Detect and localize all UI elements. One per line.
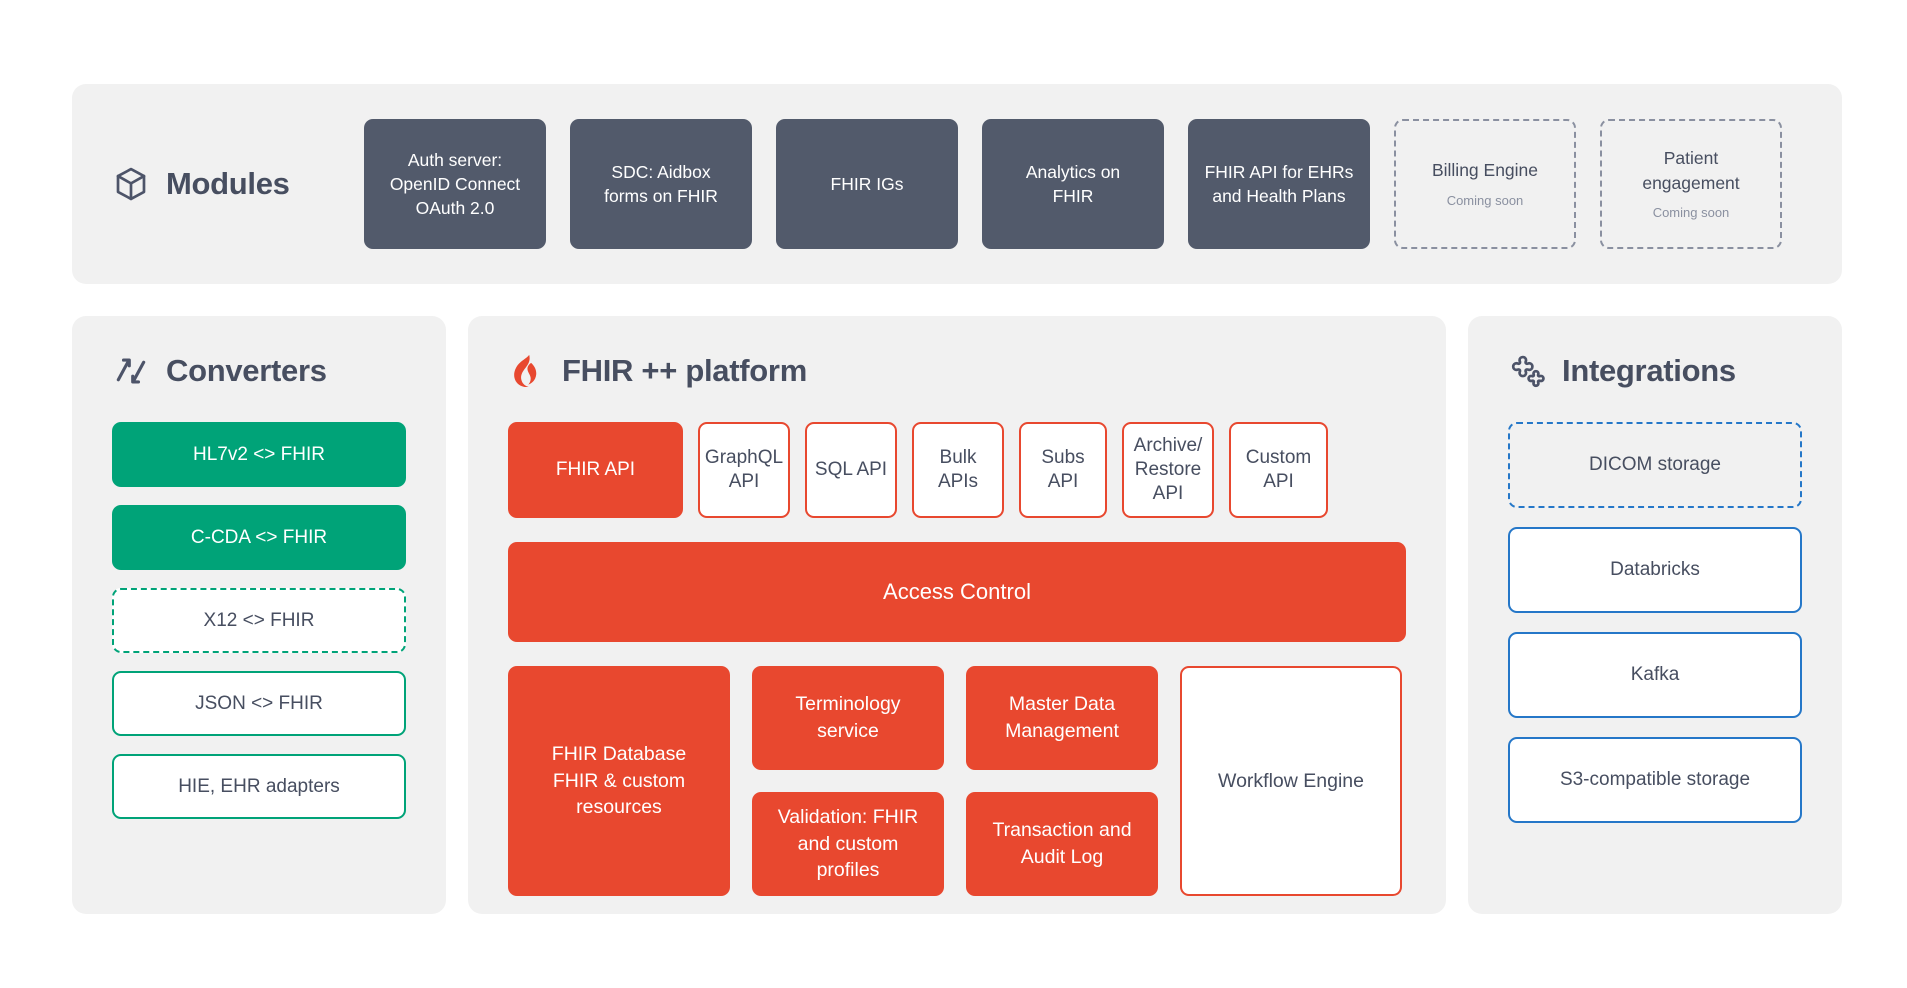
integrations-title: Integrations	[1562, 353, 1736, 388]
converter-item[interactable]: HL7v2 <> FHIR	[112, 422, 406, 487]
integration-item[interactable]: DICOM storage	[1508, 422, 1802, 508]
converter-item[interactable]: X12 <> FHIR	[112, 588, 406, 653]
converter-item[interactable]: HIE, EHR adapters	[112, 754, 406, 819]
module-coming-soon-note: Coming soon	[1446, 192, 1524, 208]
modules-title: Modules	[166, 166, 290, 201]
converter-item[interactable]: JSON <> FHIR	[112, 671, 406, 736]
modules-header: Modules	[112, 165, 364, 203]
converters-list: HL7v2 <> FHIR C-CDA <> FHIR X12 <> FHIR JSO…	[112, 422, 406, 819]
exchange-arrows-icon	[112, 352, 150, 390]
converters-title: Converters	[166, 353, 327, 388]
module-card-label: FHIR IGs	[830, 173, 904, 194]
platform-header: FHIR ++ platform	[508, 352, 1406, 390]
converters-header: Converters	[112, 352, 406, 390]
puzzle-icon	[1508, 352, 1546, 390]
cube-icon	[112, 165, 150, 203]
workflow-engine-block[interactable]: Workflow Engine	[1180, 666, 1402, 896]
integration-item[interactable]: Databricks	[1508, 527, 1802, 613]
lower-columns: Converters HL7v2 <> FHIR C-CDA <> FHIR X12…	[72, 316, 1842, 914]
integrations-header: Integrations	[1508, 352, 1802, 390]
integration-item[interactable]: Kafka	[1508, 632, 1802, 718]
converter-item[interactable]: C-CDA <> FHIR	[112, 505, 406, 570]
module-coming-soon-note: Coming soon	[1652, 204, 1730, 220]
api-box-label: SQL API	[814, 458, 888, 480]
access-control-block[interactable]: Access Control	[508, 542, 1406, 642]
integration-item[interactable]: S3-compatible storage	[1508, 737, 1802, 823]
flame-icon	[508, 352, 546, 390]
module-card-label: Billing Engine	[1431, 160, 1539, 181]
api-box[interactable]: SQL API	[805, 422, 897, 518]
module-card[interactable]: FHIR IGs	[776, 119, 958, 249]
api-box[interactable]: FHIR API	[508, 422, 683, 518]
converters-panel: Converters HL7v2 <> FHIR C-CDA <> FHIR X12…	[72, 316, 446, 914]
api-box-label: FHIR API	[555, 458, 636, 480]
platform-title: FHIR ++ platform	[562, 353, 807, 388]
